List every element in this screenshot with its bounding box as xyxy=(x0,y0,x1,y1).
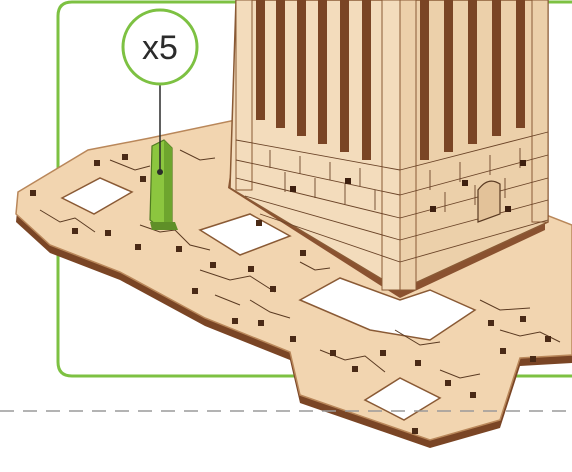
quantity-label: x5 xyxy=(142,29,178,67)
